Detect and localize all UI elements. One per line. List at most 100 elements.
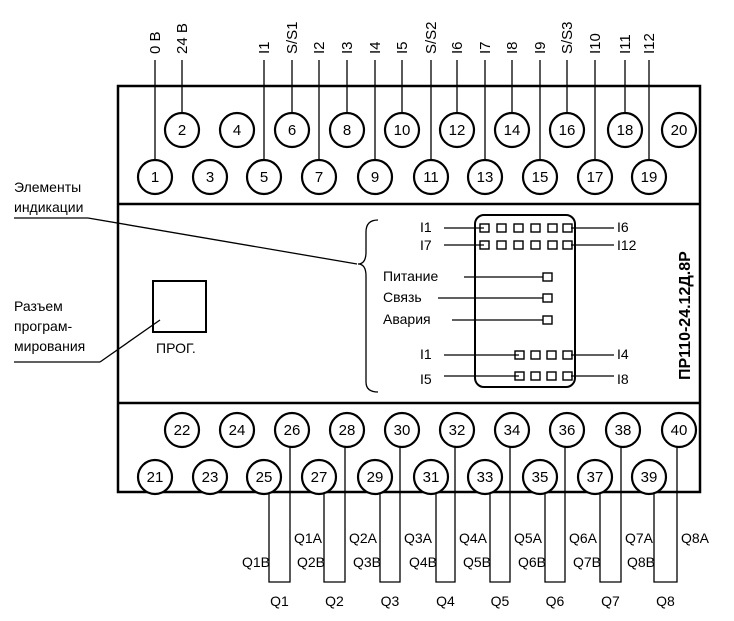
led-input-row2 [530,240,541,250]
terminal-37: 37 [576,458,614,496]
svg-text:38: 38 [615,422,632,439]
top-terminal-label: I5 [394,41,411,54]
terminal-28: 28 [328,411,366,449]
top-terminal-label: I2 [311,41,328,54]
label-i8: I8 [617,371,629,387]
output-b-label: Q6B [518,554,546,570]
output-group-label: Q4 [436,593,455,609]
svg-text:18: 18 [617,122,634,139]
callout-connector-line1: Разъем [14,298,63,314]
svg-text:32: 32 [449,422,466,439]
output-wire [435,447,456,583]
svg-text:26: 26 [284,422,301,439]
top-terminal-label: I3 [339,41,356,54]
output-b-label: Q7B [573,554,601,570]
output-labels: Q1AQ1BQ1Q2AQ2BQ2Q3AQ3BQ3Q4AQ4BQ4Q5AQ5BQ5… [242,530,710,609]
svg-text:17: 17 [587,169,604,186]
label-i7: I7 [420,237,432,253]
terminal-16: 16 [548,111,586,149]
svg-text:30: 30 [394,422,411,439]
output-wire [653,447,678,583]
svg-text:21: 21 [147,469,164,486]
svg-text:27: 27 [311,469,328,486]
led-output-row2 [546,371,557,381]
terminal-7: 7 [300,158,338,196]
label-alarm: Авария [383,311,431,327]
indication-brace [357,219,379,393]
svg-text:28: 28 [339,422,356,439]
svg-text:34: 34 [504,422,521,439]
svg-text:19: 19 [641,169,658,186]
terminal-40: 40 [660,411,698,449]
terminal-14: 14 [493,111,531,149]
terminal-3: 3 [191,158,229,196]
svg-text:39: 39 [641,469,658,486]
svg-text:31: 31 [423,469,440,486]
callout-indication-line2: индикации [14,199,83,215]
led-link [542,293,553,303]
top-terminal-label: I7 [477,41,494,54]
svg-text:13: 13 [477,169,494,186]
svg-text:33: 33 [477,469,494,486]
terminal-32: 32 [438,411,476,449]
terminal-22: 22 [163,411,201,449]
output-wire [323,447,346,583]
led-output-row2 [530,371,541,381]
svg-text:9: 9 [371,169,379,186]
output-group-label: Q7 [601,593,620,609]
top-terminal-label: I12 [641,33,658,54]
led-input-row2 [547,240,558,250]
led-output-row1 [530,350,541,360]
svg-text:23: 23 [202,469,219,486]
terminal-5: 5 [245,158,283,196]
output-group-label: Q5 [491,593,510,609]
prog-label: ПРОГ. [156,340,196,356]
output-b-label: Q8B [627,554,655,570]
label-i1-top: I1 [420,219,432,235]
terminal-38: 38 [604,411,642,449]
callout-connector-pointer [99,319,161,363]
top-terminal-label: I10 [587,33,604,54]
output-group-label: Q8 [656,593,675,609]
terminal-4: 4 [218,111,256,149]
svg-text:12: 12 [449,122,466,139]
svg-text:7: 7 [315,169,323,186]
terminal-31: 31 [412,458,450,496]
top-terminal-label: S/S1 [284,21,301,54]
top-terminal-label: S/S2 [423,21,440,54]
terminal-35: 35 [521,458,559,496]
programming-connector[interactable] [152,280,207,333]
top-terminal-label: 24 В [174,23,191,54]
callout-indication-pointer [87,217,358,265]
led-output-row1 [546,350,557,360]
svg-text:8: 8 [343,122,351,139]
svg-text:24: 24 [229,422,246,439]
output-wire [268,447,291,583]
svg-text:6: 6 [288,122,296,139]
label-i5: I5 [420,371,432,387]
terminal-30: 30 [383,411,421,449]
led-power [542,272,553,282]
svg-text:22: 22 [174,422,191,439]
output-wires [268,447,678,583]
callout-connector-line2: програм- [14,318,72,334]
top-terminal-label: I11 [617,34,634,54]
svg-text:10: 10 [394,122,411,139]
svg-text:20: 20 [671,122,688,139]
terminal-10: 10 [383,111,421,149]
led-input-row1 [513,223,524,233]
output-a-label: Q3A [404,530,433,546]
led-input-row2 [562,240,573,250]
svg-text:37: 37 [587,469,604,486]
output-b-label: Q3B [353,554,381,570]
top-terminal-label: 0 В [147,31,164,54]
terminal-13: 13 [466,158,504,196]
svg-text:5: 5 [260,169,268,186]
top-terminal-label: I8 [504,41,521,54]
terminal-15: 15 [521,158,559,196]
svg-text:16: 16 [559,122,576,139]
